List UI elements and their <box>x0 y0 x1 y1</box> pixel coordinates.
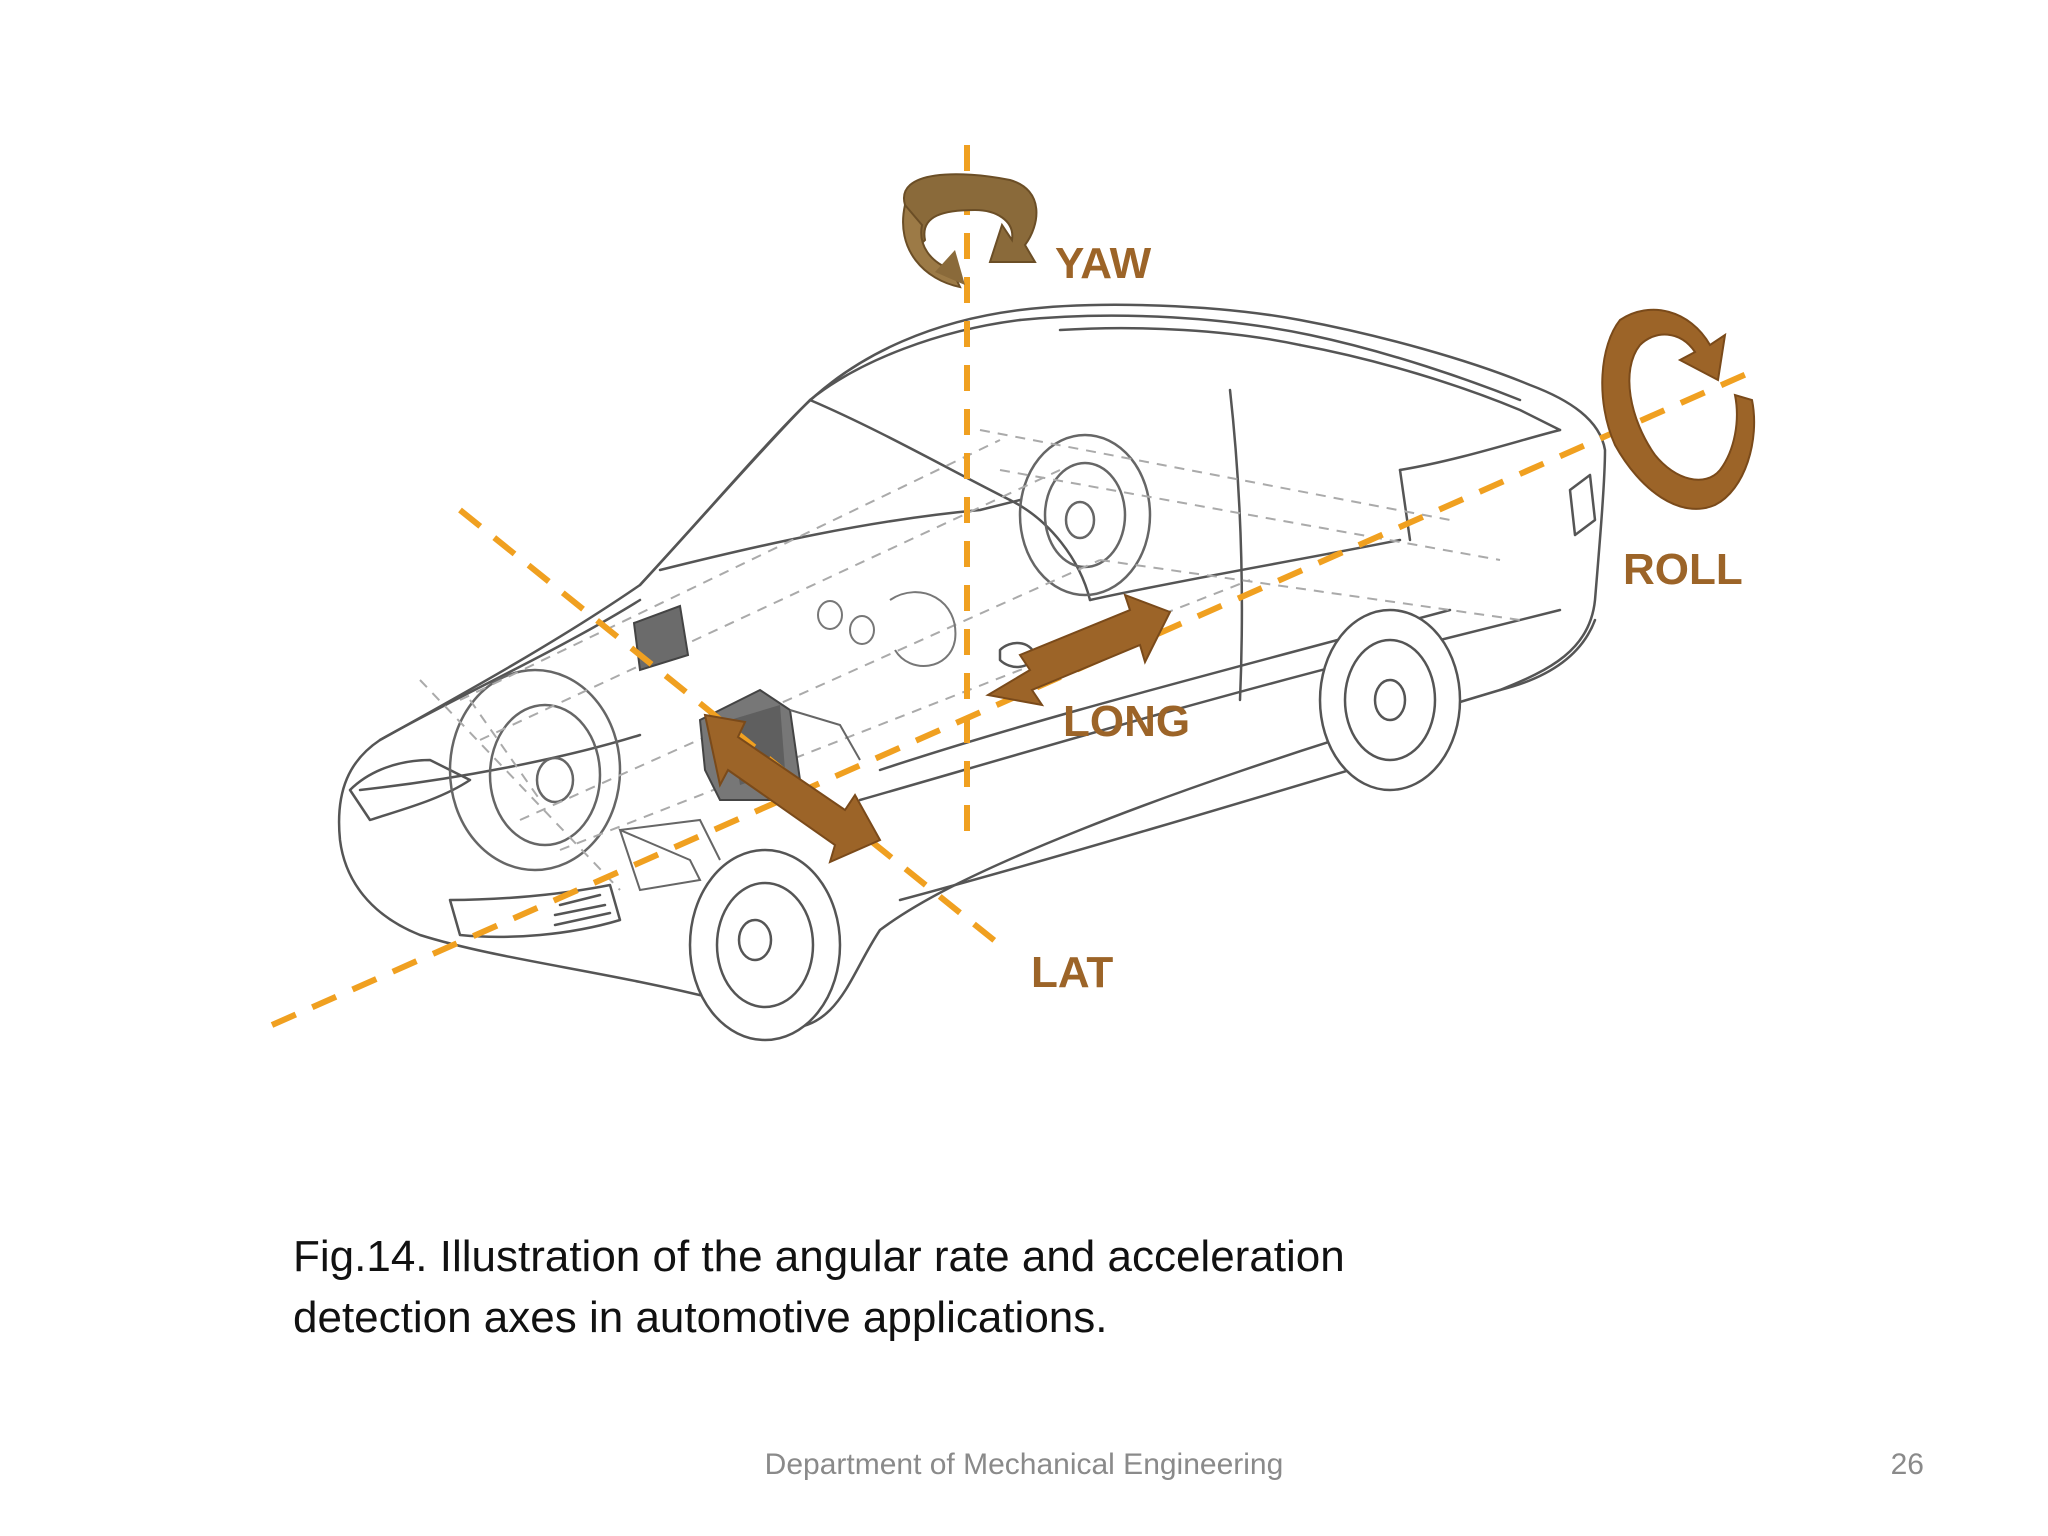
roll-rotation-icon <box>1601 308 1756 510</box>
page-number: 26 <box>1890 1448 1924 1481</box>
long-label: LONG <box>1063 697 1190 746</box>
yaw-rotation-icon <box>902 173 1038 289</box>
lat-label: LAT <box>1031 948 1113 997</box>
roll-label: ROLL <box>1623 545 1743 594</box>
footer-department: Department of Mechanical Engineering <box>764 1448 1284 1481</box>
lateral-axis <box>458 507 1002 948</box>
long-arrow-icon <box>985 593 1172 707</box>
interior-details <box>817 591 957 667</box>
front-left-wheel-hidden <box>448 668 622 872</box>
yaw-label: YAW <box>1055 239 1152 288</box>
caption-line-1: Fig.14. Illustration of the angular rate… <box>293 1232 1345 1281</box>
lat-arrow-icon <box>703 713 882 864</box>
brake-lines <box>618 709 861 892</box>
rear-right-wheel <box>1318 608 1462 792</box>
axes <box>270 145 1762 1028</box>
figure-caption: Fig.14. Illustration of the angular rate… <box>293 1226 1593 1348</box>
caption-line-2: detection axes in automotive application… <box>293 1293 1108 1342</box>
front-right-wheel <box>688 848 842 1042</box>
